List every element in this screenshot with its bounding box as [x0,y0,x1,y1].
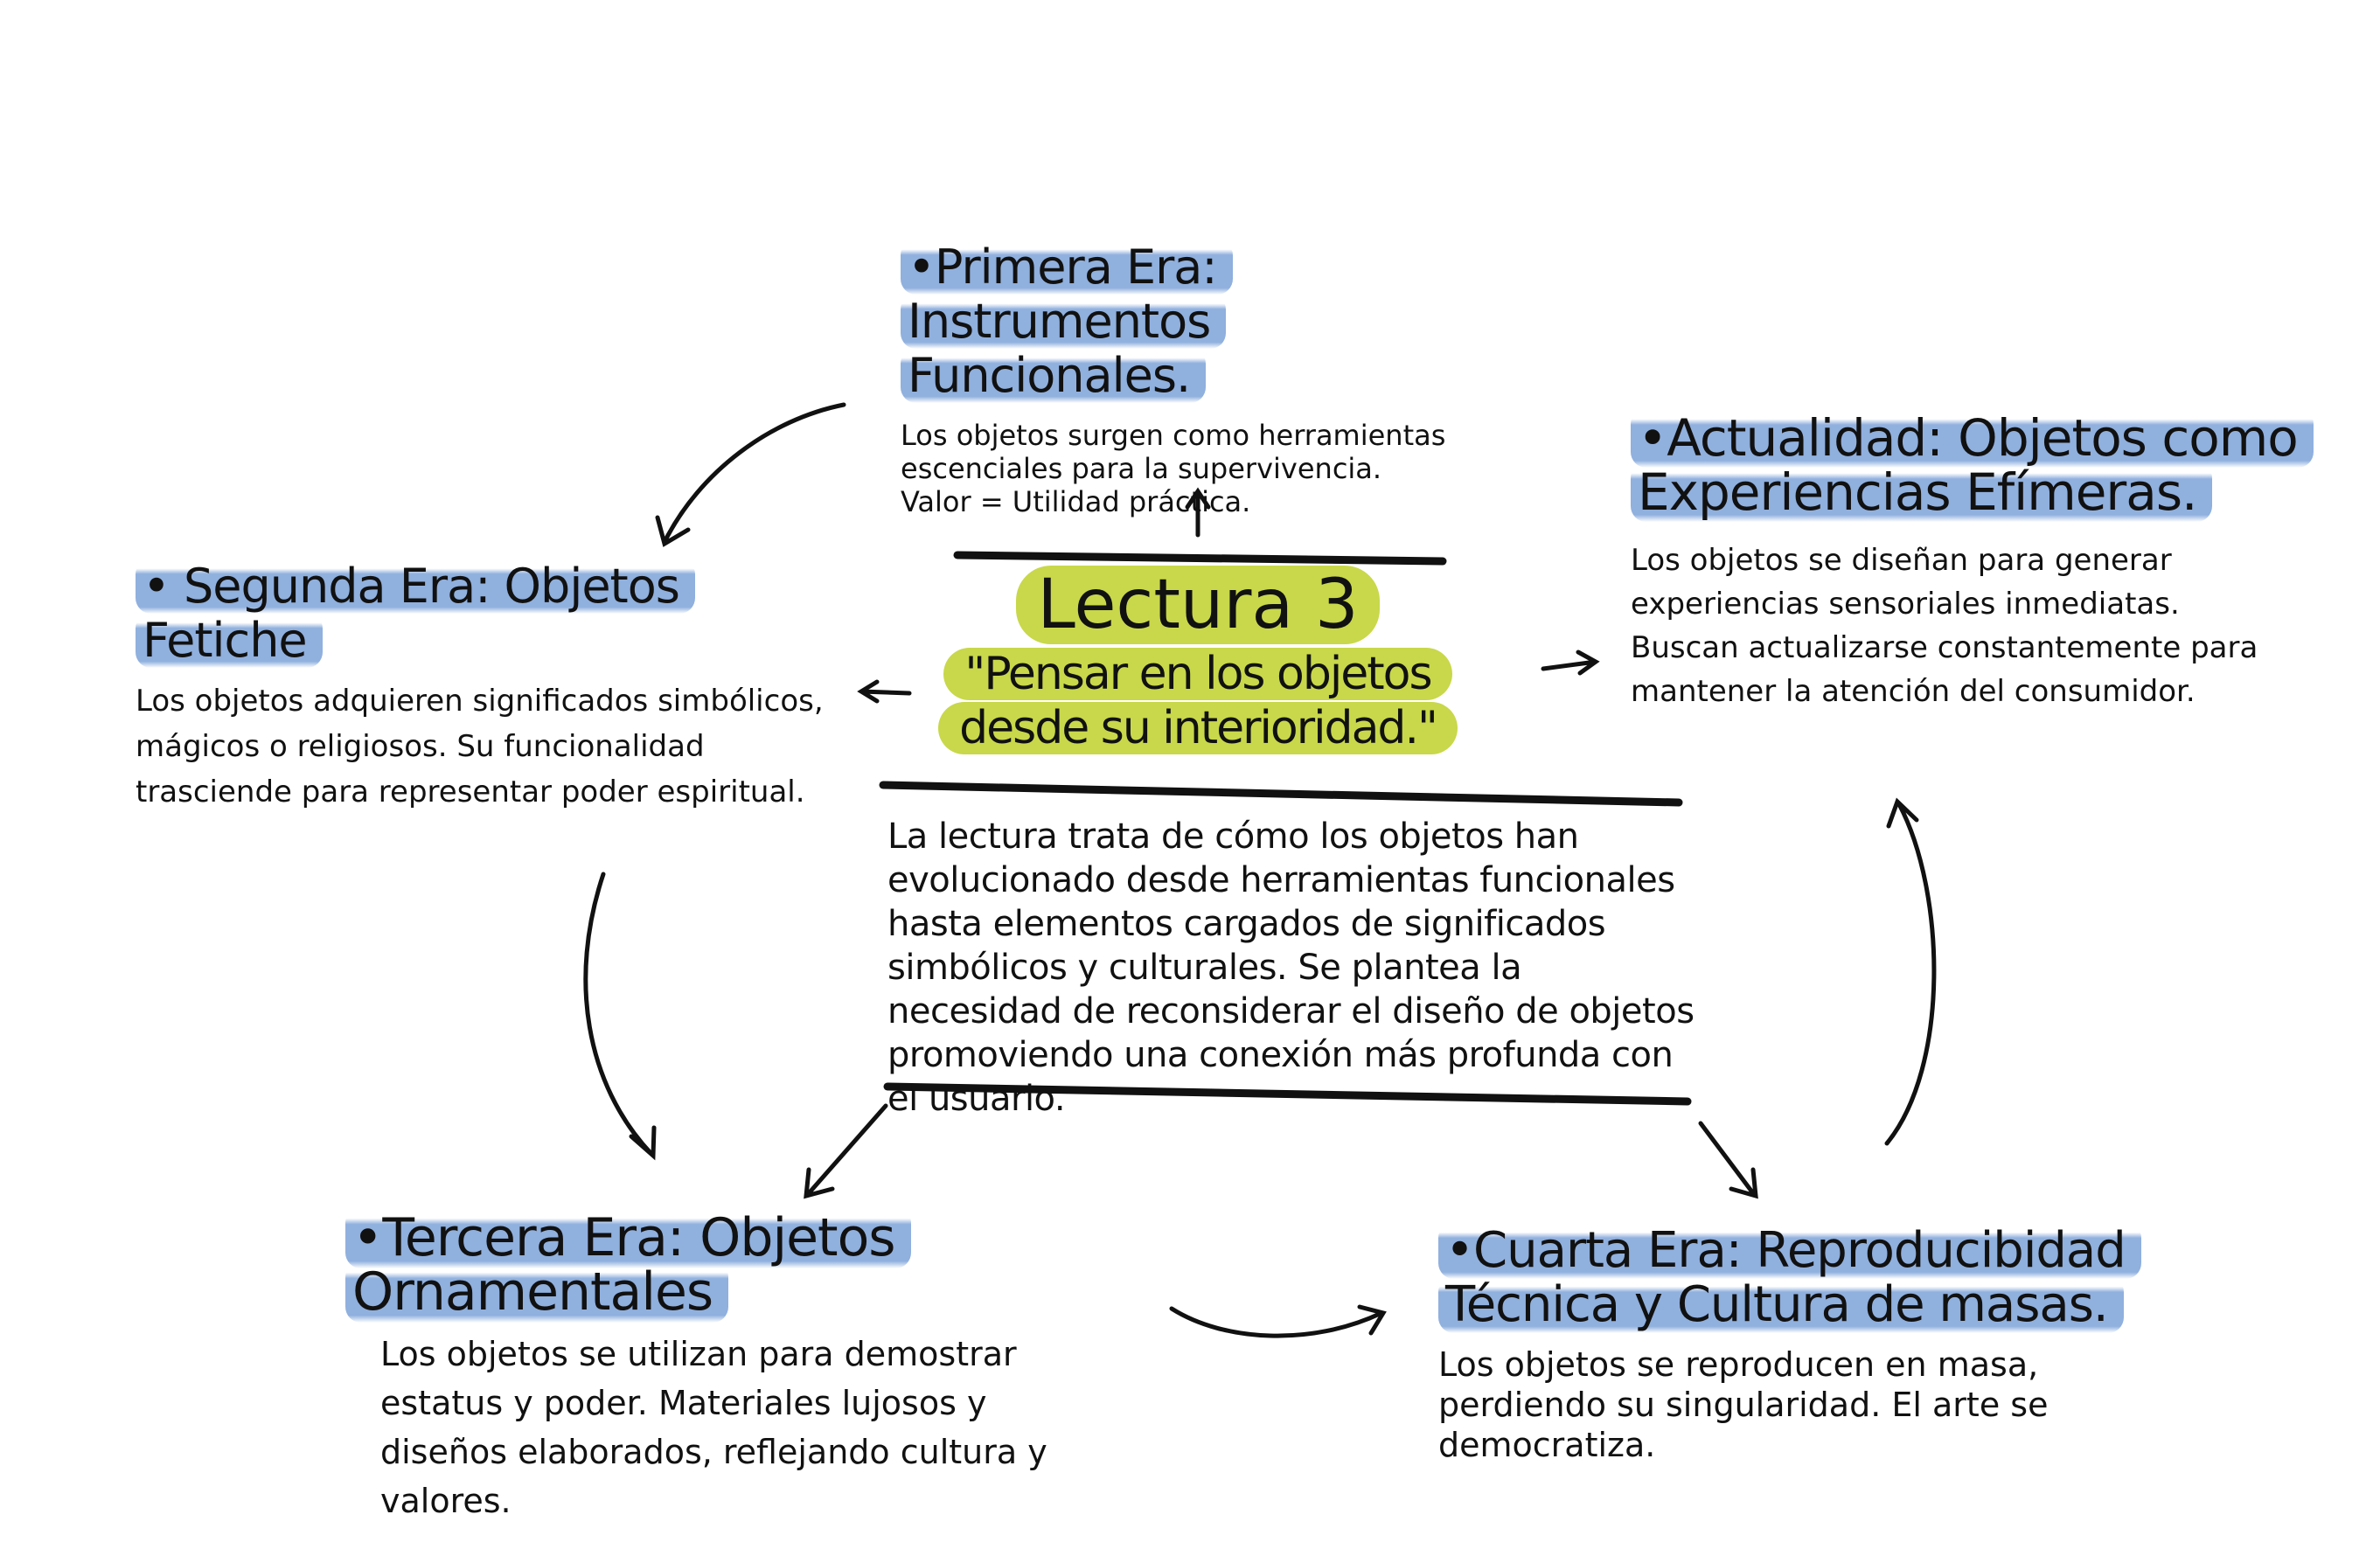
arrow-center-tercera [804,1103,888,1199]
cuarta-era-body: Los objetos se reproducen en masa, perdi… [1438,1345,2049,1464]
cuarta-era-node: •Cuarta Era: Reproducibidad Técnica y Cu… [1438,1222,2155,1465]
actualidad-body: Los objetos se diseñan para generar expe… [1631,543,2258,709]
center-node: Lectura 3 "Pensar en los objetos desde s… [866,566,1530,755]
tercera-era-title: •Tercera Era: Objetos Ornamentales [345,1207,1132,1323]
arrow-cuarta-actualidad [1884,797,1937,1146]
center-title: Lectura 3 [866,566,1530,644]
arrow-tercera-cuarta [1169,1304,1387,1338]
tercera-era-body: Los objetos se utilizan para demostrar e… [380,1335,1047,1520]
center-subtitle-line1: "Pensar en los objetos [943,648,1452,700]
segunda-era-body: Los objetos adquieren significados simbó… [136,684,824,809]
primera-era-value: Valor = Utilidad práctica. [901,485,1251,518]
arrow-to-actualidad [1541,650,1600,676]
primera-era-node: •Primera Era: Instrumentos Funcionales. … [901,240,1513,518]
primera-era-body: Los objetos surgen como herramientas esc… [901,419,1446,485]
arrow-segunda-tercera [583,872,657,1161]
center-subtitle: "Pensar en los objetos desde su interior… [866,647,1530,755]
segunda-era-title: • Segunda Era: Objetos Fetiche [136,559,835,668]
tercera-era-node: •Tercera Era: Objetos Ornamentales Los o… [345,1207,1132,1525]
center-summary: La lectura trata de cómo los objetos han… [887,816,1695,1119]
actualidad-node: •Actualidad: Objetos como Experiencias E… [1631,408,2330,713]
cuarta-era-title: •Cuarta Era: Reproducibidad Técnica y Cu… [1438,1222,2155,1333]
segunda-era-node: • Segunda Era: Objetos Fetiche Los objet… [136,559,835,815]
arrow-primera-segunda [655,402,846,547]
arrow-to-segunda [857,679,912,704]
center-subtitle-line2: desde su interioridad." [938,702,1458,754]
primera-era-title: •Primera Era: Instrumentos Funcionales. [901,240,1513,403]
rule-top [953,551,1447,566]
rule-middle [879,781,1683,807]
arrow-center-cuarta [1698,1121,1758,1199]
rule-bottom [883,1082,1692,1106]
arrow-to-primera [1185,487,1211,538]
actualidad-title: •Actualidad: Objetos como Experiencias E… [1631,408,2330,522]
